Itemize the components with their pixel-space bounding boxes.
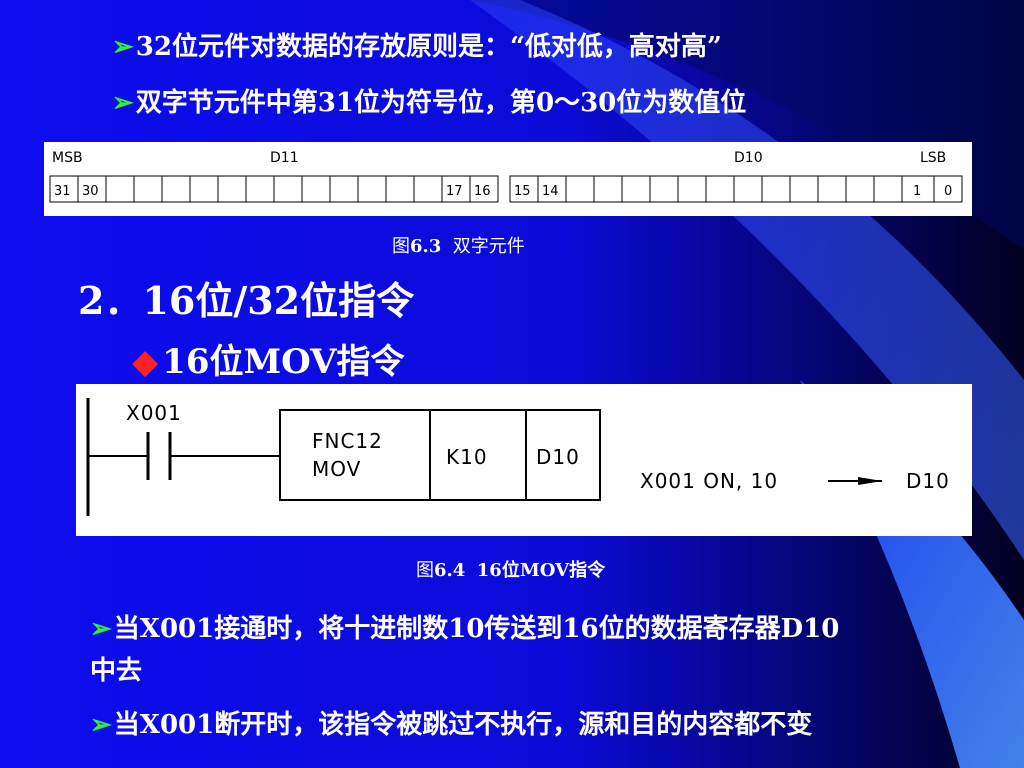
figure-6-4-caption: 图6.4 16位MOV指令 xyxy=(416,556,605,582)
function-box xyxy=(279,409,431,501)
bit-31: 31 xyxy=(54,184,71,199)
arrow-bullet-icon: ➢ xyxy=(112,88,134,118)
section-heading: 2．16位/32位指令 xyxy=(78,278,415,323)
d10-label: D10 xyxy=(734,150,763,166)
bit-17: 17 xyxy=(446,184,463,199)
double-word-diagram: MSB D11 D10 LSB 31 30 17 16 xyxy=(49,150,963,203)
contact-label: X001 xyxy=(126,401,182,425)
bit-1: 1 xyxy=(913,184,921,199)
bit-0: 0 xyxy=(944,184,952,199)
double-word-figure: MSB D11 D10 LSB 31 30 17 16 xyxy=(44,142,972,216)
bit-30: 30 xyxy=(82,184,99,199)
fnc-label: FNC12 xyxy=(312,429,383,453)
lsb-label: LSB xyxy=(920,150,946,166)
d10-bit-dividers xyxy=(537,176,935,202)
d11-label: D11 xyxy=(270,150,299,166)
bullet-line-2: ➢双字节元件中第31位为符号位，第0～30位为数值位 xyxy=(112,82,746,119)
d10-register-box xyxy=(509,175,963,203)
caption-6-3-prefix: 图 xyxy=(392,236,410,257)
mov-ladder-figure: X001 FNC12 MOV K10 D10 X001 ON, 10 D10 xyxy=(76,384,972,536)
bullet-1-text: 32位元件对数据的存放原则是：“低对低，高对高” xyxy=(135,32,722,62)
caption-6-3-text: 双字元件 xyxy=(452,236,525,257)
transfer-arrow-icon xyxy=(858,477,882,485)
caption-6-4-prefix: 图 xyxy=(416,560,434,581)
caption-6-4-text: 16位MOV指令 xyxy=(476,560,606,581)
bullet-2-text: 双字节元件中第31位为符号位，第0～30位为数值位 xyxy=(135,88,747,118)
bullet-line-3-continued: 中去 xyxy=(90,656,143,686)
ladder-diagram: X001 FNC12 MOV K10 D10 X001 ON, 10 D10 xyxy=(86,398,950,516)
bullet-3-text: 当X001接通时，将十进制数10传送到16位的数据寄存器D10 xyxy=(113,614,840,644)
bit-14: 14 xyxy=(542,184,559,199)
subheading: ◆16位MOV指令 xyxy=(132,334,405,383)
mov-label: MOV xyxy=(312,457,361,481)
bit-16: 16 xyxy=(474,184,491,199)
bullet-line-3: ➢当X001接通时，将十进制数10传送到16位的数据寄存器D10 xyxy=(90,608,839,645)
operation-description: X001 ON, 10 xyxy=(640,469,778,493)
arrow-bullet-icon: ➢ xyxy=(90,614,112,644)
caption-6-4-number: 6.4 xyxy=(434,560,466,581)
dest-operand-box xyxy=(525,409,601,501)
diamond-bullet-icon: ◆ xyxy=(132,342,159,382)
source-operand: K10 xyxy=(446,445,488,469)
bit-15: 15 xyxy=(514,184,531,199)
caption-6-3-number: 6.3 xyxy=(410,236,442,257)
bullet-line-1: ➢32位元件对数据的存放原则是：“低对低，高对高” xyxy=(112,26,722,63)
arrow-bullet-icon: ➢ xyxy=(90,710,112,740)
bullet-4-text: 当X001断开时，该指令被跳过不执行，源和目的内容都不变 xyxy=(113,710,813,740)
d11-bit-dividers xyxy=(77,176,471,202)
figure-6-3-caption: 图6.3 双字元件 xyxy=(392,232,525,258)
operation-target: D10 xyxy=(906,469,950,493)
subheading-text: 16位MOV指令 xyxy=(162,342,405,382)
bullet-line-4: ➢当X001断开时，该指令被跳过不执行，源和目的内容都不变 xyxy=(90,704,812,741)
arrow-bullet-icon: ➢ xyxy=(112,32,134,62)
msb-label: MSB xyxy=(52,150,83,166)
dest-operand: D10 xyxy=(536,445,580,469)
